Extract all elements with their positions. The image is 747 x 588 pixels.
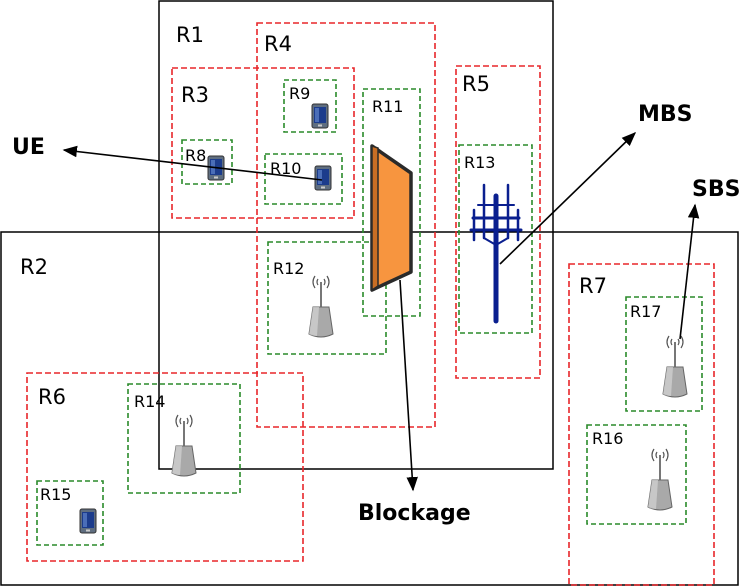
region-r11-box	[362, 88, 421, 317]
region-label-r12: R12	[273, 259, 304, 278]
region-label-r10: R10	[270, 159, 301, 178]
callout-sbs: SBS	[692, 177, 740, 202]
callout-blockage: Blockage	[358, 501, 471, 526]
blockage-arrow	[399, 279, 418, 492]
callout-ue: UE	[12, 135, 45, 160]
region-label-r14: R14	[134, 392, 165, 411]
small-cell-antenna-icon-r14	[171, 414, 197, 477]
blockage-wall-icon	[370, 144, 413, 292]
mobile-phone-icon-r10	[314, 165, 332, 191]
region-r2-box	[0, 231, 739, 586]
sbs-arrow	[679, 203, 700, 340]
region-r9-box	[283, 79, 337, 133]
region-label-r6: R6	[38, 385, 66, 409]
region-label-r7: R7	[579, 274, 607, 298]
region-r4-box	[256, 22, 436, 428]
region-label-r9: R9	[289, 84, 310, 103]
small-cell-antenna-icon-r16	[647, 448, 673, 511]
small-cell-antenna-icon-r17	[662, 335, 688, 398]
region-r12-box	[267, 241, 387, 355]
region-label-r15: R15	[40, 485, 71, 504]
region-r3-box	[171, 67, 355, 219]
region-r6-box	[26, 372, 304, 562]
callout-mbs: MBS	[638, 102, 693, 127]
ue-arrow	[62, 145, 323, 181]
region-r10-box	[264, 153, 343, 205]
macro-cell-tower-icon	[469, 183, 523, 324]
region-label-r1: R1	[176, 23, 204, 47]
small-cell-antenna-icon-r12	[308, 275, 334, 338]
region-r1-box	[158, 0, 554, 470]
region-label-r11: R11	[372, 97, 403, 116]
region-r16-box	[586, 424, 687, 525]
mbs-arrow	[499, 131, 637, 265]
mobile-phone-icon-r15	[79, 508, 97, 534]
region-r13-box	[458, 144, 533, 334]
region-label-r2: R2	[20, 255, 48, 279]
region-label-r17: R17	[630, 302, 661, 321]
region-r15-box	[36, 480, 104, 546]
region-label-r4: R4	[264, 32, 292, 56]
region-r8-box	[181, 139, 233, 185]
region-label-r5: R5	[462, 72, 490, 96]
region-label-r8: R8	[185, 146, 206, 165]
region-label-r16: R16	[592, 429, 623, 448]
mobile-phone-icon-r9	[311, 103, 329, 129]
region-r14-box	[127, 383, 241, 494]
region-label-r13: R13	[464, 153, 495, 172]
region-r7-box	[568, 263, 715, 586]
region-r17-box	[625, 296, 703, 412]
region-label-r3: R3	[181, 83, 209, 107]
region-r5-box	[455, 65, 541, 379]
